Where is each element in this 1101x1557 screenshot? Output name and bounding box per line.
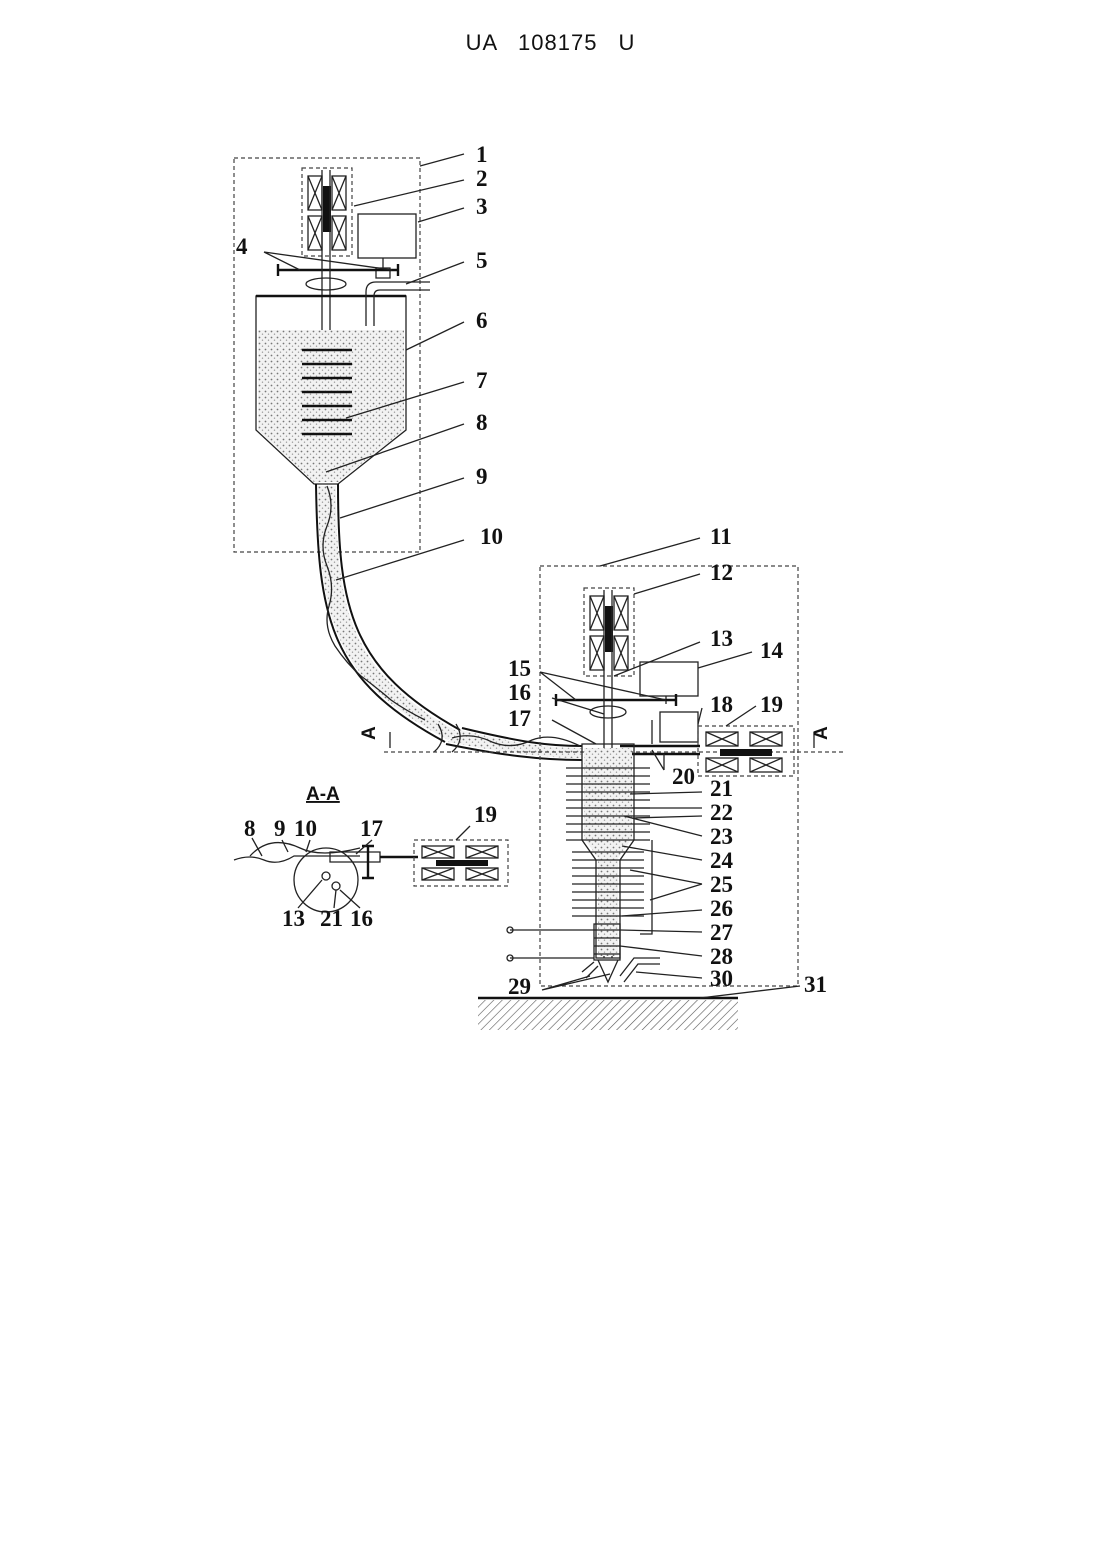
section-callout-21: 21 [320, 906, 343, 931]
callout-12: 12 [710, 560, 733, 585]
callout-22: 22 [710, 800, 733, 825]
section-callout-10: 10 [294, 816, 317, 841]
callout-5: 5 [476, 248, 488, 273]
callout-25: 25 [710, 872, 733, 897]
callouts-section: 8 9 10 17 19 13 21 16 [244, 802, 497, 931]
callout-16: 16 [508, 680, 531, 705]
callout-6: 6 [476, 308, 488, 333]
callout-3: 3 [476, 194, 488, 219]
section-mark-right: A [811, 726, 832, 740]
callout-20: 20 [672, 764, 695, 789]
callout-2: 2 [476, 166, 488, 191]
callout-8: 8 [476, 410, 488, 435]
section-callout-8: 8 [244, 816, 256, 841]
callout-11: 11 [710, 524, 732, 549]
callout-29: 29 [508, 974, 531, 999]
flexible-hose [316, 484, 582, 760]
section-callout-16: 16 [350, 906, 373, 931]
callout-23: 23 [710, 824, 733, 849]
callout-24: 24 [710, 848, 734, 873]
callout-27: 27 [710, 920, 733, 945]
callout-31: 31 [804, 972, 827, 997]
callout-15: 15 [508, 656, 531, 681]
section-label: A-A [306, 784, 340, 805]
callout-26: 26 [710, 896, 733, 921]
callout-18: 18 [710, 692, 733, 717]
callout-13: 13 [710, 626, 733, 651]
section-mark-left: A [359, 726, 380, 740]
section-callout-9: 9 [274, 816, 286, 841]
callout-10: 10 [480, 524, 503, 549]
callout-17: 17 [508, 706, 531, 731]
callout-30: 30 [710, 966, 733, 991]
callout-1: 1 [476, 142, 488, 167]
callout-9: 9 [476, 464, 488, 489]
section-callout-17: 17 [360, 816, 383, 841]
section-view-a-a: A-A [234, 784, 508, 912]
callout-14: 14 [760, 638, 784, 663]
section-callout-19: 19 [474, 802, 497, 827]
ground-surface [478, 998, 738, 1030]
motor-3 [358, 214, 416, 258]
callout-7: 7 [476, 368, 488, 393]
callout-19: 19 [760, 692, 783, 717]
callout-4: 4 [236, 234, 248, 259]
motor-14 [640, 662, 698, 696]
section-callout-13: 13 [282, 906, 305, 931]
motor-18 [660, 712, 698, 742]
callout-21: 21 [710, 776, 733, 801]
lower-unit [507, 566, 798, 986]
